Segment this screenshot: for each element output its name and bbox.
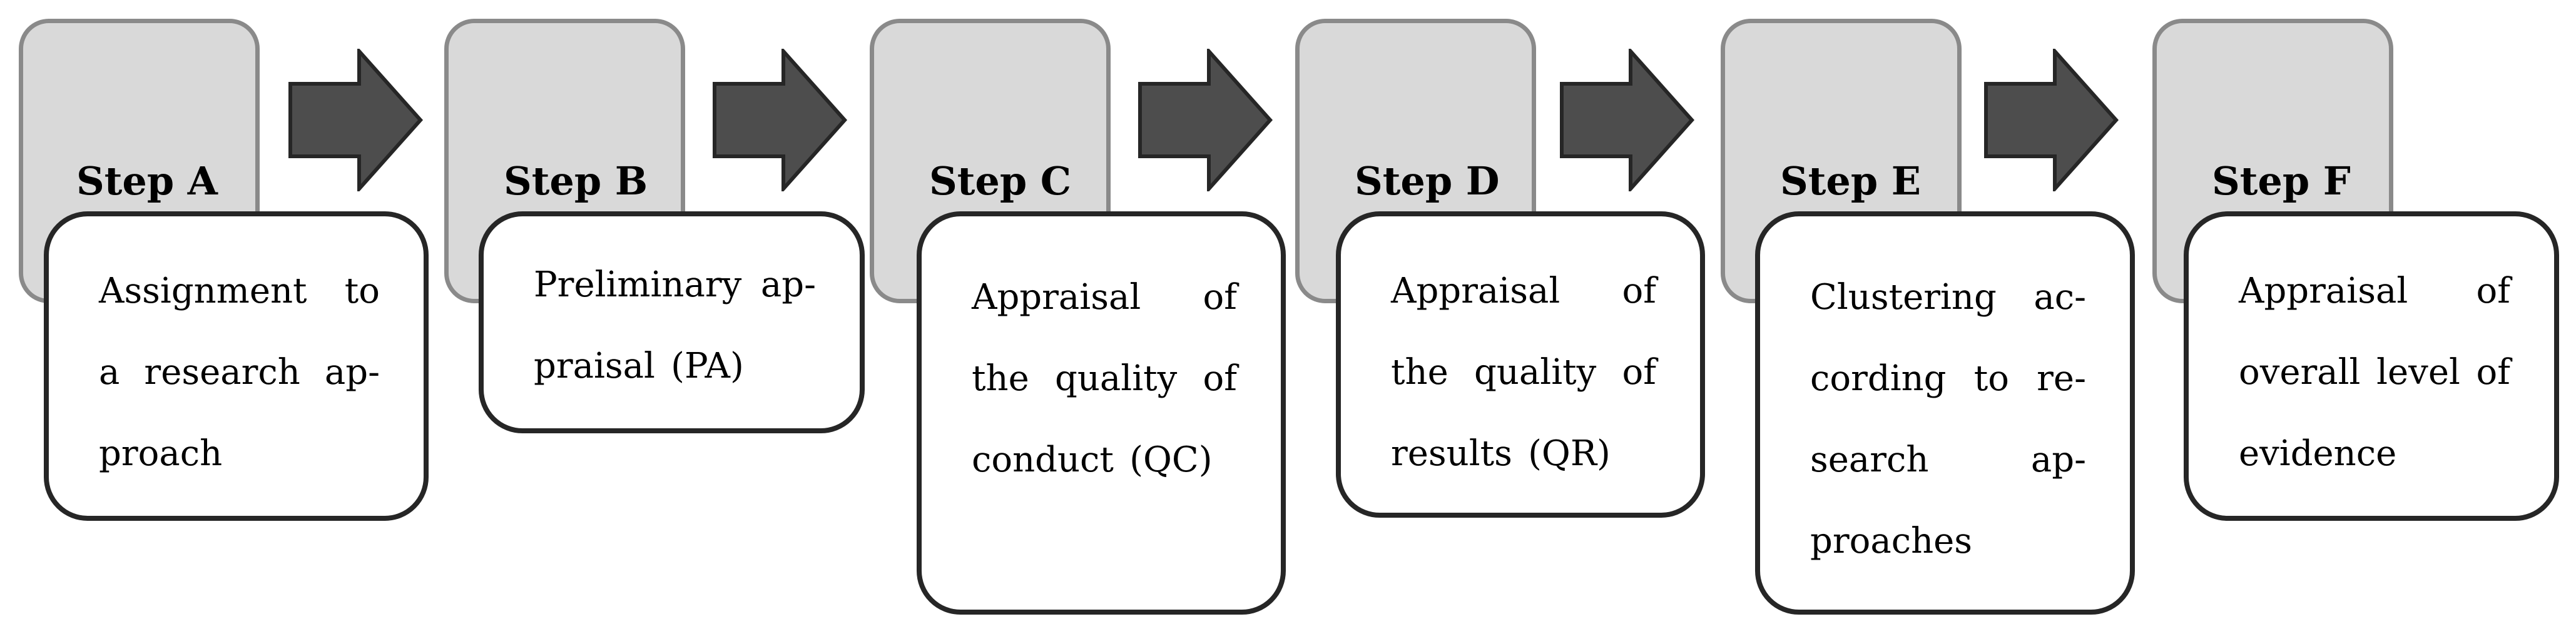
description-line: Clustering ac-	[1810, 257, 2086, 338]
description-word: proaches	[1810, 521, 1973, 561]
description-line: evidence	[2239, 413, 2510, 495]
description-word: of	[1622, 352, 1656, 393]
description-word: ac-	[2034, 277, 2086, 318]
description-word: of	[1622, 271, 1656, 311]
description-word: evidence	[2239, 433, 2397, 474]
description-word: of	[1203, 358, 1237, 399]
description-word: quality	[1474, 352, 1597, 393]
description-word: research	[144, 352, 300, 393]
description-line: the quality of	[1391, 332, 1656, 413]
step-d-label: Step D	[1355, 158, 1500, 204]
description-line: proach	[99, 413, 380, 495]
arrow-e-to-f	[1984, 49, 2119, 191]
description-word: cording	[1810, 358, 1947, 399]
description-word: ap-	[324, 352, 380, 393]
step-e-box: Clustering ac-cording to re-search ap-proach…	[1755, 211, 2135, 615]
arrow-b-to-c	[713, 49, 848, 191]
description-word: overall	[2239, 352, 2361, 393]
description-word: (QC)	[1129, 440, 1213, 480]
description-word: (QR)	[1528, 433, 1611, 474]
step-a-description: Assignment to a research ap-proach	[99, 251, 380, 495]
description-line: cording to re-	[1810, 338, 2086, 420]
step-c-label: Step C	[929, 158, 1072, 204]
description-word: praisal	[534, 346, 655, 386]
step-c-box: Appraisal of the quality of conduct (QC)	[917, 211, 1286, 615]
step-b-label: Step B	[504, 158, 648, 204]
description-line: proaches	[1810, 501, 2086, 582]
step-f-label: Step F	[2212, 158, 2351, 204]
step-e-description: Clustering ac-cording to re-search ap-proach…	[1810, 257, 2086, 582]
description-line: Preliminary ap-	[534, 244, 816, 326]
description-word: to	[344, 271, 380, 311]
description-word: results	[1391, 433, 1512, 474]
description-word: Appraisal	[1391, 271, 1560, 311]
description-word: Appraisal	[972, 277, 1141, 318]
step-d-description: Appraisal of the quality of results (QR)	[1391, 251, 1656, 495]
arrow-d-to-e	[1560, 49, 1695, 191]
arrow-a-to-b	[288, 49, 424, 191]
description-word: to	[1973, 358, 2009, 399]
description-word: ap-	[2030, 440, 2086, 480]
description-word: of	[2476, 352, 2510, 393]
step-b-box: Preliminary ap-praisal (PA)	[479, 211, 865, 433]
step-d-box: Appraisal of the quality of results (QR)	[1336, 211, 1705, 518]
description-line: Assignment to	[99, 251, 380, 332]
description-word: conduct	[972, 440, 1114, 480]
step-a-label: Step A	[76, 158, 218, 204]
description-line: conduct (QC)	[972, 420, 1237, 501]
description-line: Appraisal of	[2239, 251, 2510, 332]
description-word: of	[1203, 277, 1237, 318]
description-word: search	[1810, 440, 1929, 480]
description-line: a research ap-	[99, 332, 380, 413]
description-line: Appraisal of	[972, 257, 1237, 338]
description-word: Assignment	[99, 271, 307, 311]
description-word: the	[1391, 352, 1448, 393]
step-c-description: Appraisal of the quality of conduct (QC)	[972, 257, 1237, 501]
arrow-c-to-d	[1138, 49, 1273, 191]
description-word: the	[972, 358, 1029, 399]
step-b-description: Preliminary ap-praisal (PA)	[534, 244, 816, 407]
description-word: Preliminary	[534, 264, 742, 305]
description-line: Appraisal of	[1391, 251, 1656, 332]
description-word: quality	[1055, 358, 1178, 399]
description-word: Appraisal	[2239, 271, 2408, 311]
description-word: (PA)	[671, 346, 744, 386]
description-line: search ap-	[1810, 420, 2086, 501]
description-word: level	[2376, 352, 2460, 393]
description-word: of	[2476, 271, 2510, 311]
description-word: re-	[2037, 358, 2086, 399]
description-line: praisal (PA)	[534, 326, 816, 407]
step-e-label: Step E	[1780, 158, 1922, 204]
description-line: the quality of	[972, 338, 1237, 420]
description-word: ap-	[760, 264, 816, 305]
step-a-box: Assignment to a research ap-proach	[44, 211, 429, 521]
description-word: Clustering	[1810, 277, 1997, 318]
description-word: a	[99, 352, 120, 393]
description-word: proach	[99, 433, 223, 474]
description-line: results (QR)	[1391, 413, 1656, 495]
